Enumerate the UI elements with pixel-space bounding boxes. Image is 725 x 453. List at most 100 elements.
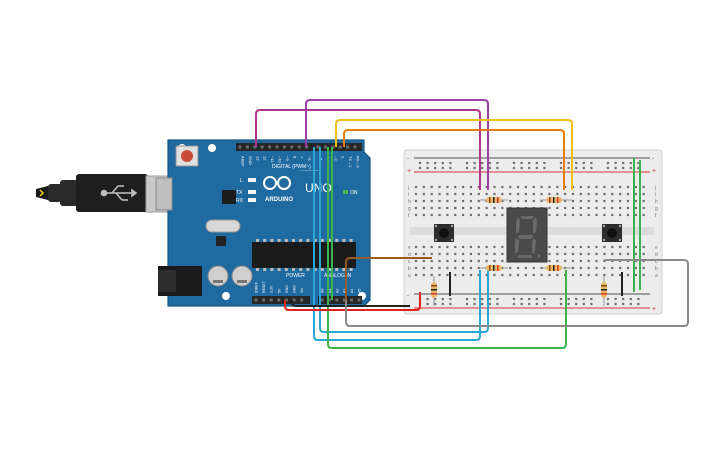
wire-magenta[interactable] bbox=[255, 109, 481, 190]
rail-hole[interactable] bbox=[614, 161, 617, 165]
breadboard-hole[interactable] bbox=[501, 245, 504, 249]
breadboard-hole[interactable] bbox=[595, 213, 598, 217]
breadboard-hole[interactable] bbox=[430, 252, 433, 256]
breadboard-hole[interactable] bbox=[430, 213, 433, 217]
breadboard-hole[interactable] bbox=[571, 259, 575, 263]
breadboard-hole[interactable] bbox=[422, 199, 425, 203]
header-pin-hole[interactable] bbox=[357, 298, 361, 302]
breadboard-hole[interactable] bbox=[634, 245, 637, 249]
breadboard-hole[interactable] bbox=[642, 245, 645, 249]
header-pin-hole[interactable] bbox=[335, 298, 339, 302]
rail-hole[interactable] bbox=[434, 297, 437, 301]
breadboard-hole[interactable] bbox=[611, 206, 614, 210]
rail-hole[interactable] bbox=[543, 166, 546, 170]
header-pin-hole[interactable] bbox=[268, 145, 272, 149]
rail-hole[interactable] bbox=[520, 297, 523, 301]
breadboard-hole[interactable] bbox=[579, 273, 582, 277]
breadboard-hole[interactable] bbox=[454, 199, 457, 203]
breadboard-hole[interactable] bbox=[603, 245, 606, 249]
breadboard-hole[interactable] bbox=[619, 266, 622, 270]
breadboard-hole[interactable] bbox=[571, 266, 575, 270]
rail-hole[interactable] bbox=[449, 297, 452, 301]
rail-hole[interactable] bbox=[418, 161, 422, 165]
rail-hole[interactable] bbox=[488, 166, 491, 170]
breadboard-hole[interactable] bbox=[446, 206, 449, 210]
breadboard-hole[interactable] bbox=[619, 252, 622, 256]
wire-red[interactable] bbox=[284, 292, 421, 311]
rail-hole[interactable] bbox=[582, 297, 585, 301]
header-pin-hole[interactable] bbox=[316, 145, 320, 149]
rail-hole[interactable] bbox=[512, 161, 516, 165]
rail-hole[interactable] bbox=[441, 302, 444, 306]
rail-hole[interactable] bbox=[575, 302, 578, 306]
breadboard-hole[interactable] bbox=[414, 266, 418, 270]
resistor[interactable] bbox=[480, 265, 508, 271]
breadboard-hole[interactable] bbox=[516, 266, 520, 270]
breadboard-hole[interactable] bbox=[626, 252, 630, 256]
breadboard-hole[interactable] bbox=[422, 252, 425, 256]
breadboard-hole[interactable] bbox=[462, 266, 465, 270]
breadboard-hole[interactable] bbox=[516, 273, 520, 277]
breadboard-hole[interactable] bbox=[454, 245, 457, 249]
breadboard-hole[interactable] bbox=[548, 185, 551, 189]
rail-hole[interactable] bbox=[629, 166, 632, 170]
breadboard-hole[interactable] bbox=[414, 199, 418, 203]
breadboard-hole[interactable] bbox=[422, 213, 425, 217]
seven-segment-display[interactable] bbox=[506, 207, 548, 263]
header-pin-hole[interactable] bbox=[277, 298, 281, 302]
breadboard-hole[interactable] bbox=[446, 192, 449, 196]
header-pin-hole[interactable] bbox=[338, 145, 342, 149]
breadboard-hole[interactable] bbox=[477, 199, 480, 203]
breadboard-hole[interactable] bbox=[414, 192, 418, 196]
breadboard-hole[interactable] bbox=[477, 185, 480, 189]
breadboard-hole[interactable] bbox=[524, 199, 527, 203]
breadboard-hole[interactable] bbox=[556, 245, 559, 249]
breadboard-hole[interactable] bbox=[422, 266, 425, 270]
breadboard-hole[interactable] bbox=[603, 273, 606, 277]
breadboard-hole[interactable] bbox=[493, 206, 496, 210]
breadboard-hole[interactable] bbox=[493, 273, 496, 277]
header-pin-hole[interactable] bbox=[238, 145, 242, 149]
rail-hole[interactable] bbox=[606, 161, 610, 165]
breadboard-hole[interactable] bbox=[414, 259, 418, 263]
breadboard-hole[interactable] bbox=[422, 206, 425, 210]
header-pin-hole[interactable] bbox=[254, 298, 258, 302]
header-pin-hole[interactable] bbox=[290, 145, 294, 149]
breadboard-hole[interactable] bbox=[446, 259, 449, 263]
breadboard-hole[interactable] bbox=[414, 213, 418, 217]
pushbutton[interactable] bbox=[602, 224, 622, 242]
rail-hole[interactable] bbox=[465, 297, 469, 301]
breadboard-hole[interactable] bbox=[454, 252, 457, 256]
breadboard-hole[interactable] bbox=[485, 259, 488, 263]
rail-hole[interactable] bbox=[622, 161, 625, 165]
breadboard-hole[interactable] bbox=[595, 273, 598, 277]
breadboard-hole[interactable] bbox=[446, 273, 449, 277]
breadboard-hole[interactable] bbox=[634, 206, 637, 210]
breadboard-hole[interactable] bbox=[564, 252, 567, 256]
breadboard-hole[interactable] bbox=[493, 259, 496, 263]
rail-hole[interactable] bbox=[567, 161, 570, 165]
rail-hole[interactable] bbox=[496, 166, 499, 170]
breadboard-hole[interactable] bbox=[642, 192, 645, 196]
breadboard-hole[interactable] bbox=[501, 206, 504, 210]
rail-hole[interactable] bbox=[449, 302, 452, 306]
breadboard-hole[interactable] bbox=[462, 206, 465, 210]
breadboard-hole[interactable] bbox=[532, 266, 535, 270]
breadboard-hole[interactable] bbox=[430, 206, 433, 210]
breadboard-hole[interactable] bbox=[414, 273, 418, 277]
breadboard-hole[interactable] bbox=[611, 273, 614, 277]
breadboard-hole[interactable] bbox=[414, 245, 418, 249]
breadboard-hole[interactable] bbox=[462, 185, 465, 189]
breadboard-hole[interactable] bbox=[485, 245, 488, 249]
header-pin-hole[interactable] bbox=[245, 145, 249, 149]
rail-hole[interactable] bbox=[590, 297, 593, 301]
analog-header[interactable] bbox=[318, 296, 362, 304]
breadboard-hole[interactable] bbox=[454, 192, 457, 196]
rail-hole[interactable] bbox=[473, 161, 476, 165]
breadboard-hole[interactable] bbox=[587, 273, 590, 277]
breadboard-hole[interactable] bbox=[564, 245, 567, 249]
breadboard-hole[interactable] bbox=[485, 192, 488, 196]
breadboard-hole[interactable] bbox=[634, 213, 637, 217]
wire-orange[interactable] bbox=[343, 129, 565, 190]
breadboard-hole[interactable] bbox=[634, 273, 637, 277]
